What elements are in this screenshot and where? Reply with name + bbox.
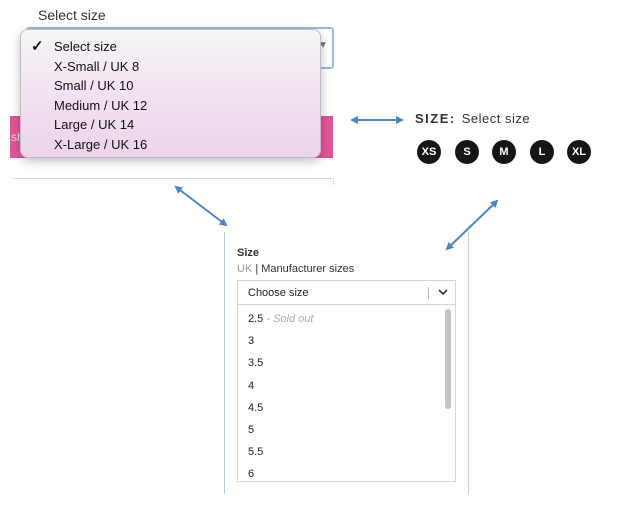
size-select-menu: ✓ Select size X-Small / UK 8 Small / UK … [20,29,321,158]
size-listbox-header[interactable]: Choose size [238,281,455,305]
size-region-toggle: UK | Manufacturer sizes [237,263,354,275]
size-heading-value: Select size [461,111,531,126]
size-listbox[interactable]: Choose size 2.5 - Sold out 3 3.5 4 4.5 5… [237,280,456,482]
region-uk-link[interactable]: UK [237,263,253,275]
size-value: 5 [248,423,255,436]
size-swatch-xl[interactable]: XL [567,140,591,164]
sold-out-note: - Sold out [263,313,314,325]
size-heading: SIZE: Select size [415,111,530,126]
size-swatch-s[interactable]: S [455,140,479,164]
region-manufacturer-link[interactable]: Manufacturer sizes [261,263,355,275]
size-option[interactable]: X-Small / UK 8 [21,57,320,77]
size-list-item[interactable]: 3.5 [238,353,443,375]
double-arrow-icon [445,199,499,251]
select-size-label: Select size [38,7,106,23]
size-value: 3.5 [248,357,264,370]
size-option[interactable]: ✓ Select size [21,37,320,57]
scrollbar-thumb[interactable] [445,309,451,409]
size-option[interactable]: Large / UK 14 [21,115,320,135]
size-option-label: Large / UK 14 [54,117,135,132]
size-option-label: Medium / UK 12 [54,97,148,113]
size-list-item[interactable]: 6 [238,464,443,486]
chevron-down-icon[interactable] [437,286,449,298]
size-option-label: Small / UK 10 [54,78,134,93]
scrollbar[interactable] [443,307,453,481]
size-option-label: Select size [54,39,117,54]
size-value: 4 [248,379,255,392]
size-list-item[interactable]: 5 [238,420,443,442]
size-value: 2.5 [248,313,264,325]
size-value: 6 [248,468,255,481]
size-swatch-m[interactable]: M [492,140,516,164]
size-value: 3 [248,335,255,348]
size-option[interactable]: Small / UK 10 [21,76,320,96]
size-value: 4.5 [248,401,264,414]
size-value: 5.5 [248,446,264,459]
size-list-item[interactable]: 4 [238,376,443,398]
double-arrow-icon [174,185,228,227]
size-list-title: Size [237,247,260,259]
size-swatch-xs[interactable]: XS [417,140,441,164]
size-list-item[interactable]: 5.5 [238,442,443,464]
header-divider [428,287,429,299]
size-option[interactable]: X-Large / UK 16 [21,135,320,155]
select-caret-icon[interactable]: ▼ [318,40,328,51]
size-placeholder: Choose size [248,287,309,299]
size-option[interactable]: Medium / UK 12 [21,96,320,116]
checkmark-icon: ✓ [31,38,44,55]
size-option-label: X-Large / UK 16 [54,136,148,152]
region-separator: | [255,263,259,275]
size-list-item[interactable]: 2.5 - Sold out [238,309,443,331]
size-swatch-l[interactable]: L [530,140,554,164]
size-list-item[interactable]: 4.5 [238,398,443,420]
panel-divider [12,178,334,185]
size-heading-label: SIZE: [415,111,456,126]
size-list-panel [224,232,469,494]
size-list-item[interactable]: 3 [238,331,443,353]
size-list: 2.5 - Sold out 3 3.5 4 4.5 5 5.5 6 [238,309,443,487]
size-option-label: X-Small / UK 8 [54,58,140,74]
